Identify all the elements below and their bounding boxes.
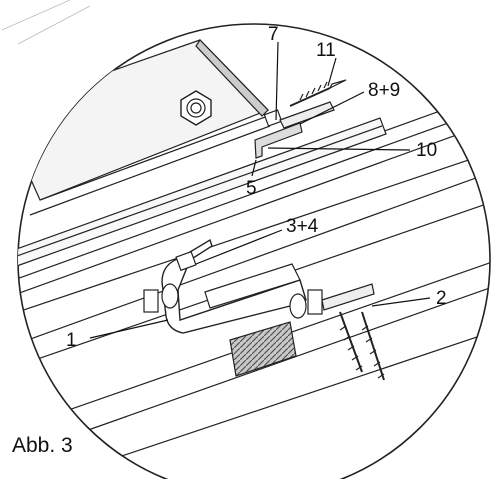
hex-nut bbox=[180, 90, 212, 126]
roof-hook-inner bbox=[204, 263, 301, 309]
roof-layer-line bbox=[18, 104, 490, 286]
wood-screw-small bbox=[289, 79, 347, 107]
leader-line-89 bbox=[299, 91, 365, 125]
roof-hook bbox=[161, 238, 307, 334]
rafter-section bbox=[229, 321, 297, 377]
corner-sketch-line bbox=[1, 0, 71, 31]
mounting-rail bbox=[18, 117, 387, 273]
leader-line-5 bbox=[251, 159, 257, 177]
leader-line-7 bbox=[275, 41, 279, 121]
module-glass-line bbox=[29, 125, 271, 216]
roof-layer-line bbox=[18, 149, 490, 319]
roof-layer-line bbox=[18, 169, 490, 351]
callout-8-9: 8+9 bbox=[368, 80, 400, 101]
leader-line-11 bbox=[327, 57, 337, 87]
callout-11: 11 bbox=[316, 40, 336, 61]
lag-screw bbox=[339, 311, 385, 381]
leader-line-1 bbox=[89, 319, 169, 339]
module-glass-line bbox=[39, 115, 269, 201]
callout-5: 5 bbox=[246, 178, 257, 199]
base-plate bbox=[321, 283, 375, 311]
leader-line-2 bbox=[371, 297, 431, 307]
leader-line-10 bbox=[267, 147, 411, 151]
callout-10: 10 bbox=[416, 140, 437, 161]
corner-sketch-line bbox=[17, 5, 91, 45]
callout-1: 1 bbox=[66, 330, 77, 351]
leader-line-34 bbox=[195, 229, 283, 265]
callout-7: 7 bbox=[268, 24, 279, 45]
roof-layer-line bbox=[18, 119, 490, 301]
module-frame-edge bbox=[195, 39, 269, 117]
roof-layer-line bbox=[79, 329, 490, 471]
figure-caption: Abb. 3 bbox=[12, 434, 73, 457]
hook-bolt bbox=[143, 250, 323, 319]
end-clamp bbox=[254, 101, 335, 159]
callout-2: 2 bbox=[436, 288, 447, 309]
callout-3-4: 3+4 bbox=[286, 216, 319, 237]
roof-layer-line bbox=[59, 284, 490, 441]
